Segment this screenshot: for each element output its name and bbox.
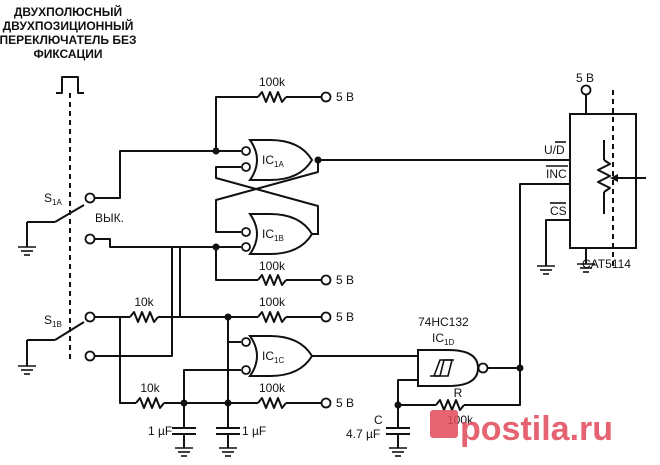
svg-text:S1A: S1A <box>44 191 62 207</box>
switch-title-line-4: ФИКСАЦИИ <box>33 47 102 61</box>
gate-ic1c: IC1C <box>241 335 412 377</box>
svg-text:5 В: 5 В <box>336 273 354 287</box>
svg-text:IC1D: IC1D <box>432 331 454 347</box>
switch-title: ДВУХПОЛЮСНЫЙ ДВУХПОЗИЦИОННЫЙ ПЕРЕКЛЮЧАТЕ… <box>0 4 136 61</box>
svg-text:postila.ru: postila.ru <box>460 410 613 448</box>
svg-text:10k: 10k <box>134 295 154 309</box>
switch-s1a: S1A ВЫК. <box>17 191 124 256</box>
gate-ic1d: 74HC132 IC1D R 100k C 4.7 µF <box>346 183 570 457</box>
svg-text:100k: 100k <box>259 381 286 395</box>
svg-text:5 В: 5 В <box>576 71 594 85</box>
svg-text:CS: CS <box>550 204 567 218</box>
wires-latch <box>95 96 570 281</box>
svg-text:U/D: U/D <box>544 143 565 157</box>
switch-title-line-2: ДВУХПОЗИЦИОННЫЙ <box>3 18 134 33</box>
svg-text:100k: 100k <box>259 75 286 89</box>
svg-text:5 В: 5 В <box>336 90 354 104</box>
svg-text:IC1A: IC1A <box>262 153 284 169</box>
svg-text:5 В: 5 В <box>336 396 354 410</box>
gate-ic1a: IC1A <box>241 139 314 181</box>
switch-s1b: S1B <box>17 311 96 375</box>
svg-text:100k: 100k <box>259 259 286 273</box>
svg-text:100k: 100k <box>259 295 286 309</box>
svg-text:10k: 10k <box>140 381 160 395</box>
chip-cat5114: 5 В U/D INC CS CAT5114 <box>536 71 646 275</box>
gate-ic1b: IC1B <box>241 213 318 255</box>
svg-text:S1B: S1B <box>44 313 62 329</box>
svg-text:1 µF: 1 µF <box>242 424 266 438</box>
svg-text:R: R <box>454 386 463 400</box>
switch-title-line-3: ПЕРЕКЛЮЧАТЕЛЬ БЕЗ <box>0 33 136 47</box>
resistor-100k-mid <box>257 274 287 286</box>
resistor-100k-top <box>257 91 287 103</box>
watermark: postila.ru <box>430 410 613 448</box>
svg-text:74HC132: 74HC132 <box>418 315 469 329</box>
svg-text:C: C <box>374 413 383 427</box>
switch-actuator <box>56 76 84 360</box>
svg-text:5 В: 5 В <box>336 310 354 324</box>
wires-s1b: 5 В 10k 100k 5 В 10k 100k 1 µF 1 <box>95 247 354 457</box>
svg-text:IC1C: IC1C <box>262 349 284 365</box>
svg-text:INC: INC <box>546 167 567 181</box>
off-label: ВЫК. <box>95 211 124 225</box>
switch-title-line-1: ДВУХПОЛЮСНЫЙ <box>14 4 122 19</box>
svg-text:IC1B: IC1B <box>262 227 284 243</box>
svg-text:4.7 µF: 4.7 µF <box>346 427 380 441</box>
svg-text:CAT5114: CAT5114 <box>582 257 631 271</box>
svg-text:1 µF: 1 µF <box>148 424 172 438</box>
